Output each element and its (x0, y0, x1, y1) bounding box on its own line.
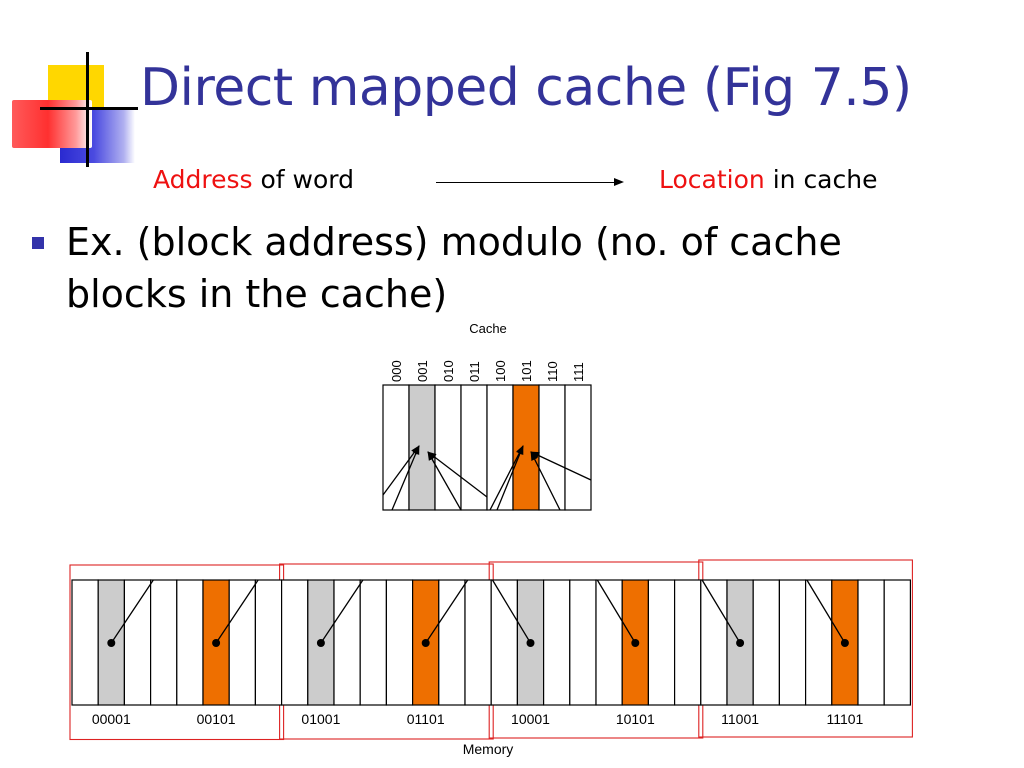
memory-mapping-line (320, 579, 364, 644)
cache-index-label: 001 (415, 360, 430, 382)
location-in-cache-text: Location in cache (659, 165, 877, 194)
memory-address-label: 11001 (721, 711, 759, 727)
memory-block (176, 579, 204, 706)
address-label: Address (153, 165, 253, 194)
cache-block (460, 384, 488, 511)
memory-mapping-line (425, 579, 469, 644)
slide-title: Direct mapped cache (Fig 7.5) (140, 58, 912, 118)
cache-arrow (489, 445, 524, 511)
memory-mapping-line (701, 579, 741, 644)
memory-address-label: 10101 (616, 711, 655, 727)
cache-block (382, 384, 410, 511)
memory-block (359, 579, 388, 706)
memory-block (647, 579, 676, 706)
memory-block (490, 579, 519, 706)
memory-block (752, 579, 781, 706)
memory-label: Memory (463, 741, 514, 757)
logo-graphic (0, 0, 140, 170)
cache-arrow (530, 451, 592, 481)
cache-block (564, 384, 592, 511)
memory-block (542, 579, 571, 706)
memory-block (71, 579, 99, 706)
memory-block (385, 579, 414, 706)
cache-block (512, 384, 540, 511)
address-rest: of word (260, 165, 355, 194)
cache-index-label: 111 (571, 362, 586, 382)
location-rest: in cache (772, 165, 878, 194)
memory-address-label: 00001 (92, 711, 131, 727)
memory-block (333, 579, 361, 706)
cache-index-label: 110 (545, 361, 560, 382)
cache-blocks (382, 384, 592, 511)
memory-mapping-line (491, 579, 532, 644)
cache-index-label: 011 (467, 361, 482, 382)
address-of-word-text: Address of word (153, 165, 354, 194)
cache-index-label: 100 (493, 360, 508, 382)
cache-label: Cache (469, 321, 507, 336)
cache-arrow (496, 445, 524, 511)
logo-horizontal-line (40, 107, 138, 110)
memory-mapping-lines (107, 579, 849, 647)
memory-block (464, 579, 492, 706)
cache-arrows (382, 445, 592, 511)
memory-blocks (71, 579, 912, 706)
cache-index-label: 010 (441, 360, 456, 382)
memory-block (883, 579, 912, 706)
memory-mapping-line (215, 579, 259, 644)
memory-mapping-line (110, 579, 154, 644)
memory-address-label: 10001 (511, 711, 550, 727)
location-label: Location (659, 165, 765, 194)
memory-address-label: 01001 (301, 711, 340, 727)
cache-arrow (427, 451, 462, 511)
memory-block (254, 579, 283, 706)
memory-block (438, 579, 466, 706)
memory-address-label: 01101 (407, 711, 445, 727)
memory-mapping-line (596, 579, 636, 644)
memory-block (831, 579, 859, 706)
cache-arrow (530, 451, 561, 511)
mapping-arrow (436, 178, 624, 186)
memory-block (123, 579, 152, 706)
memory-block (150, 579, 178, 706)
cache-index-label: 000 (389, 360, 404, 382)
memory-block (281, 579, 309, 706)
memory-block (595, 579, 623, 706)
memory-address-label: 11101 (826, 711, 863, 727)
cache-block (538, 384, 566, 511)
bullet-text: Ex. (block address) modulo (no. of cache… (66, 220, 842, 316)
cache-block (408, 384, 436, 511)
memory-address-labels: 00001 00101 01001 01101 10001 10101 11001 11101 (92, 711, 864, 727)
memory-address-label: 00101 (197, 711, 236, 727)
memory-block (228, 579, 256, 706)
cache-index-label: 101 (519, 360, 534, 382)
cache-index-labels: 000 001 010 011 100 101 110 111 (389, 360, 586, 382)
memory-block (778, 579, 807, 706)
bullet-marker (32, 237, 44, 249)
cache-arrow (391, 445, 420, 511)
memory-block (673, 579, 702, 706)
memory-block (569, 579, 597, 706)
memory-block (857, 579, 885, 706)
cache-arrow (427, 451, 488, 498)
cache-block (434, 384, 462, 511)
memory-mapping-line (806, 579, 846, 644)
memory-block (804, 579, 833, 706)
